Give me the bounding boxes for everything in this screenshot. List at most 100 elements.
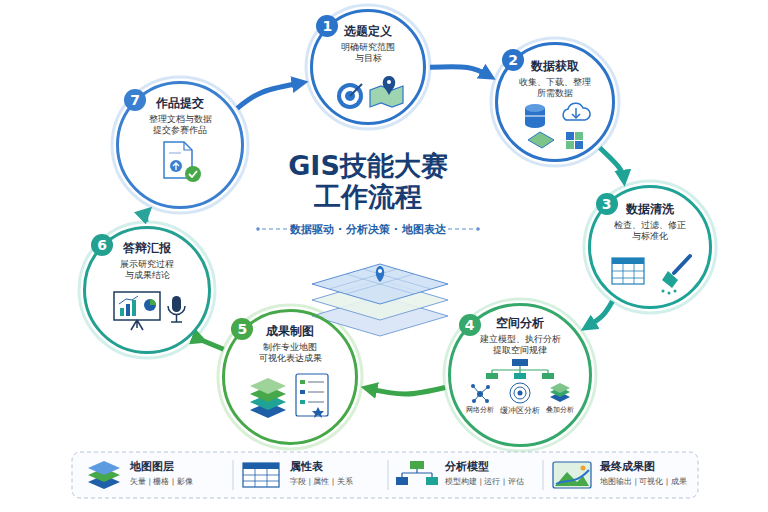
network-icon (486, 385, 490, 389)
process-circle: 5成果制图制作专业地图 可视化表达成果 (222, 309, 358, 445)
target-icon (337, 83, 363, 109)
step-description: 整理文档与数据 提交参赛作品 (135, 114, 225, 136)
process-circle: 2数据获取收集、下载、整理 所需数据 (495, 42, 615, 162)
legend-panel-icon (300, 380, 305, 384)
text-column: 成果制图制作专业地图 可视化表达成果 (225, 323, 355, 364)
legend-bar (72, 452, 698, 498)
step-description: 制作专业地图 可视化表达成果 (245, 342, 335, 364)
step-number: 7 (124, 89, 146, 111)
brush-icon (662, 290, 665, 293)
node-fills (79, 222, 215, 358)
flow-arrow (367, 387, 445, 394)
microphone-icon (171, 321, 182, 323)
layers-icon (250, 378, 286, 418)
legend-bar (233, 460, 234, 490)
cloud-download-icon (563, 103, 590, 120)
text-column: 作品提交整理文档与数据 提交参赛作品 (119, 95, 241, 136)
legend-bar (543, 460, 544, 490)
text-column: 数据清洗检查、过滤、修正 与标准化 (591, 201, 709, 242)
step-number: 4 (459, 314, 481, 336)
node-fills (218, 305, 362, 449)
model-tree-icon (512, 359, 528, 366)
text-column: 数据获取收集、下载、整理 所需数据 (498, 58, 612, 99)
cloud-download-icon (563, 103, 590, 120)
map-tile-icon (566, 141, 574, 149)
document-submit-icon (185, 166, 201, 182)
network-icon (472, 399, 476, 403)
legend-note: 矢量 | 栅格 | 影像 (130, 477, 193, 487)
step-heading: 空间分析 (451, 315, 589, 331)
step-number: 5 (231, 318, 253, 340)
step-heading: 作品提交 (119, 95, 241, 111)
step-number: 2 (502, 49, 524, 71)
buffer-icon (510, 383, 530, 403)
table-icon (612, 271, 644, 272)
step-heading: 数据获取 (498, 58, 612, 74)
step-heading: 数据清洗 (591, 201, 709, 217)
center-map-layers (378, 269, 382, 273)
legend-note: 地图输出 | 可视化 | 成果 (600, 477, 687, 487)
map-pin-icon (387, 80, 391, 84)
legend-title: 最终成果图 (600, 460, 655, 473)
node-fills (491, 38, 619, 166)
subtitle: 数据驱动 · 分析决策 · 地图表达 (290, 222, 446, 237)
icon-caption: 缓冲区分析 (500, 406, 540, 415)
legend-table-icon (243, 463, 279, 487)
step-description: 展示研究过程 与成果结论 (102, 259, 192, 281)
legend-title: 分析模型 (445, 460, 489, 473)
brush-icon (662, 271, 678, 288)
legend-panel-icon (300, 390, 305, 394)
step-number: 1 (316, 15, 338, 37)
buffer-icon (514, 387, 526, 399)
node-fills (84, 227, 210, 353)
legend-panel-icon (308, 381, 324, 382)
map-tile-icon (528, 132, 583, 149)
legend-layers-icon (88, 461, 120, 475)
legend-panel-icon (300, 400, 305, 404)
microphone-icon (168, 296, 185, 322)
step-heading: 选题定义 (313, 23, 423, 39)
step-description: 检查、过滤、修正 与标准化 (605, 220, 695, 242)
map-tile-icon (575, 141, 583, 149)
icon-caption: 叠加分析 (546, 406, 574, 415)
table-icon (623, 264, 624, 284)
step-description: 建立模型、执行分析 提取空间规律 (470, 334, 570, 356)
document-submit-icon (189, 171, 197, 177)
legend-model-icon (426, 477, 438, 485)
flow-arrow (237, 83, 302, 109)
legend-panel-icon (308, 401, 324, 402)
legend-panel-icon (312, 407, 324, 418)
node-fills (79, 5, 716, 451)
legend-model-icon (396, 461, 438, 485)
document-submit-icon (170, 160, 182, 172)
step-number: 6 (91, 234, 113, 256)
brush-icon (674, 256, 690, 273)
center-map-layers (312, 264, 448, 336)
presentation-board-icon (114, 292, 160, 320)
model-tree-icon (492, 366, 548, 373)
map-pin-icon (370, 76, 403, 107)
map-tile-icon (575, 132, 583, 140)
process-circle: 3数据清洗检查、过滤、修正 与标准化 (588, 185, 712, 309)
network-icon (473, 386, 488, 401)
legend-note: 字段 | 属性 | 关系 (290, 477, 353, 487)
step-number: 3 (596, 193, 618, 215)
document-submit-icon (184, 142, 192, 150)
subtitle-decoration (476, 227, 480, 231)
flow-arrow (600, 148, 624, 180)
flow-arrow (200, 339, 224, 349)
presentation-board-icon (126, 304, 130, 316)
legend-table-icon (243, 481, 279, 482)
presentation-board-icon (150, 299, 156, 305)
microphone-icon (172, 296, 181, 312)
database-icon (525, 104, 545, 128)
brush-icon (668, 292, 671, 295)
legend-note: 模型构建 | 运行 | 评估 (445, 477, 524, 487)
node-fills (449, 304, 591, 446)
brush-icon (662, 256, 691, 295)
node-fills (584, 181, 716, 313)
buffer-icon (518, 391, 523, 396)
legend-layers-icon (88, 461, 120, 489)
center-map-layers (312, 264, 448, 304)
model-tree-icon (514, 373, 526, 379)
